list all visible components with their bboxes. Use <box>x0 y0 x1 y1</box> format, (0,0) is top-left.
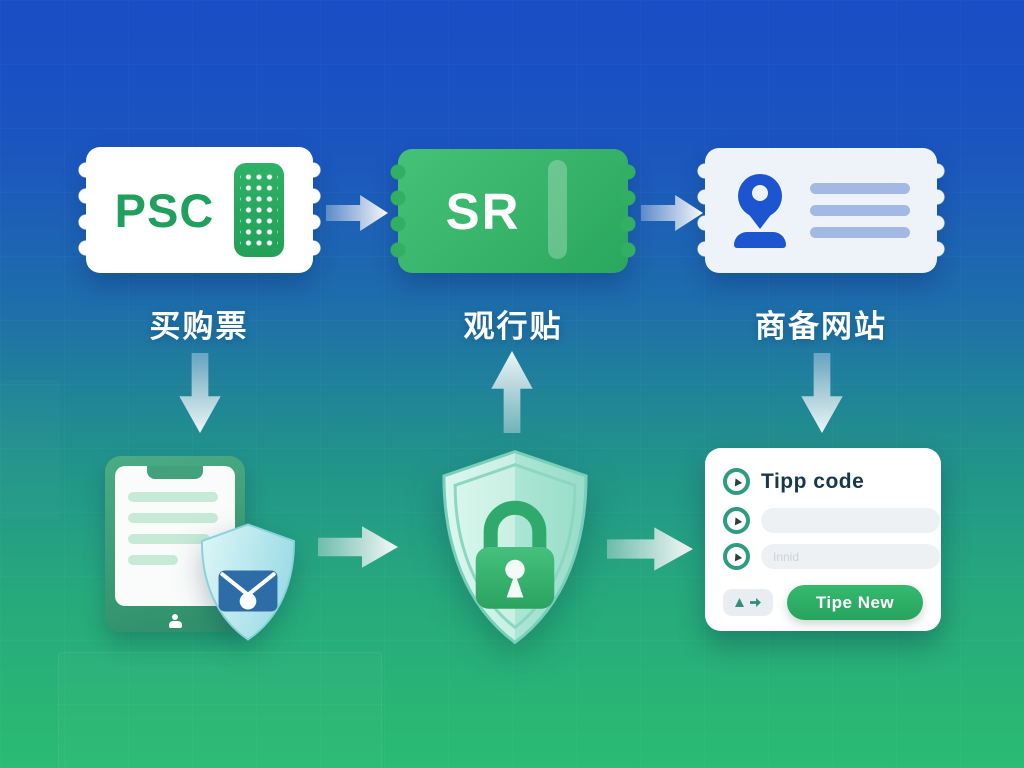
text-line <box>128 492 218 502</box>
text-line <box>810 205 910 216</box>
text-line <box>810 183 910 194</box>
step-label-website: 商备网站 <box>755 309 887 344</box>
text-line <box>128 555 178 565</box>
arrow-right-icon <box>641 195 703 231</box>
form-input-1[interactable] <box>761 508 940 533</box>
check-ring-icon <box>723 543 750 570</box>
sr-ticket: SR <box>390 149 636 273</box>
check-ring-icon <box>723 468 750 495</box>
arrow-down-icon <box>801 353 843 433</box>
qr-pass-icon <box>234 163 285 257</box>
form-title-row: Tipp code <box>723 468 923 495</box>
step-label-sticker: 观行贴 <box>463 309 563 344</box>
background-faint-block <box>58 652 382 768</box>
form-field-row <box>723 507 940 534</box>
pin-base <box>734 231 786 248</box>
arrow-right-icon <box>318 526 398 568</box>
document-lines-icon <box>115 466 235 565</box>
check-ring-icon <box>723 507 750 534</box>
sr-code-text: SR <box>445 182 521 240</box>
contact-card-ticket <box>697 148 945 273</box>
location-pin-icon <box>732 168 788 254</box>
form-button-row: Tipe New <box>723 585 923 620</box>
step-label-buy-ticket: 买购票 <box>149 309 249 344</box>
psc-code-text: PSC <box>114 183 215 237</box>
stamp-icon <box>735 598 744 607</box>
arrow-down-icon <box>179 353 221 433</box>
text-line <box>128 534 210 544</box>
stamp-arrow-mini-button[interactable] <box>723 589 773 616</box>
arrow-right-icon <box>750 598 761 607</box>
pin-head <box>738 173 782 218</box>
clipboard-notch <box>147 466 203 479</box>
form-input-2[interactable] <box>761 544 940 569</box>
tip-code-form-card: Tipp code Tipe New <box>705 448 941 631</box>
shield-lock-icon <box>421 446 609 648</box>
form-title: Tipp code <box>761 469 865 493</box>
home-person-icon <box>168 614 182 628</box>
shield-envelope-icon <box>184 520 312 644</box>
ticket-stub-divider <box>548 160 567 259</box>
background-faint-block <box>0 380 60 520</box>
arrow-right-icon <box>326 195 388 231</box>
contact-text-lines <box>810 183 910 238</box>
tipe-new-button[interactable]: Tipe New <box>787 585 923 620</box>
text-line <box>128 513 218 523</box>
text-line <box>810 227 910 238</box>
arrow-up-icon <box>491 351 533 433</box>
form-field-row <box>723 543 940 570</box>
arrow-right-icon <box>607 527 693 571</box>
psc-ticket: PSC <box>78 147 321 273</box>
